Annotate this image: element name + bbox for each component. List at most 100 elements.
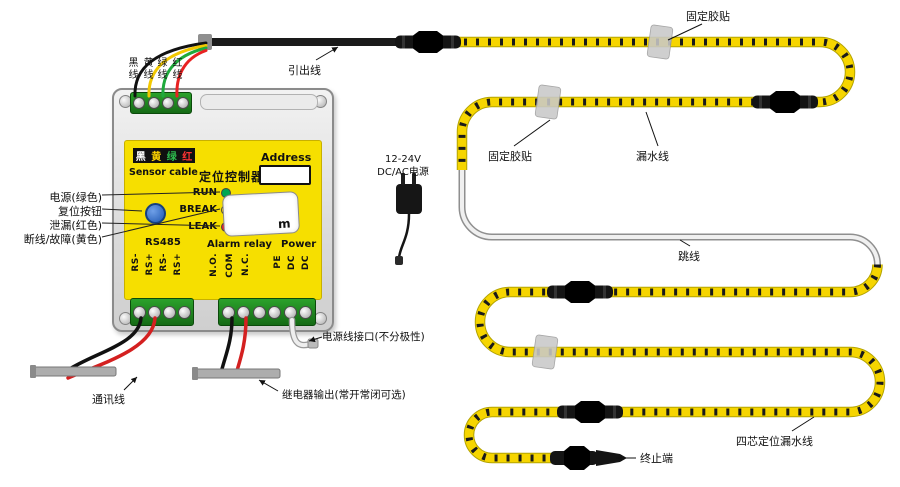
red-wire-label: 红线 — [172, 58, 183, 81]
comm-line-leader — [123, 376, 138, 391]
pin-dc-2: DC — [301, 255, 311, 271]
terminal-screw-icon — [283, 305, 297, 319]
terminal-screw-icon — [162, 97, 175, 109]
terminal-screw-icon — [252, 305, 266, 319]
relay-output-label: 继电器输出(常开常闭可选) — [282, 389, 406, 401]
jumper-cable-outline — [458, 170, 881, 265]
pin-rs-plus-2: RS+ — [173, 253, 183, 276]
power-interface-leader — [308, 336, 323, 343]
terminal-screw-icon — [268, 305, 282, 319]
cable-connector-icon — [547, 281, 613, 303]
sticker-top-leader — [667, 23, 703, 41]
led-row-break: BREAK — [165, 204, 231, 215]
fixing-sticker-icon — [531, 334, 559, 370]
device-title: 定位控制器 — [199, 170, 265, 184]
top-terminal-block — [130, 92, 192, 114]
leak-cable-label: 漏水线 — [636, 150, 669, 163]
black-wire-label: 黑线 — [128, 58, 139, 81]
jumper-cable — [460, 170, 880, 265]
terminal-screw-icon — [163, 305, 176, 319]
cable-connector-icon — [557, 401, 623, 423]
leak-label: LEAK — [188, 221, 217, 232]
rs485-terminal-block — [130, 298, 194, 326]
relay-power-terminal-block — [218, 298, 316, 326]
adapter-cord — [397, 212, 411, 260]
terminal-screw-icon — [221, 305, 235, 319]
wire-color-legend: 黑 黄 绿 红 — [133, 148, 195, 163]
power-adapter-icon — [396, 184, 422, 214]
power-label: Power — [281, 239, 317, 250]
controller-device: 黑 黄 绿 红 Sensor cable 定位控制器 Address RUN B… — [112, 88, 334, 332]
pin-rs-plus-1: RS+ — [145, 253, 155, 276]
meter-display: m — [221, 191, 301, 237]
termination-label: 终止端 — [640, 452, 673, 465]
comm-cable-bar — [33, 366, 117, 377]
cable-connector-icon — [752, 91, 818, 113]
terminal-screw-icon — [133, 305, 146, 319]
green-wire-label: 绿线 — [157, 58, 168, 81]
four-core-cable-label: 四芯定位漏水线 — [736, 435, 813, 448]
terminal-screw-icon — [148, 305, 161, 319]
pin-dc-1: DC — [287, 255, 297, 271]
comm-cable-cap — [30, 365, 36, 378]
legend-green: 绿 — [166, 152, 177, 163]
front-panel: 黑 黄 绿 红 Sensor cable 定位控制器 Address RUN B… — [124, 140, 322, 300]
four-core-leader — [791, 416, 815, 432]
led-row-leak: LEAK — [165, 221, 231, 232]
adapter-label: 12-24V DC/AC电源 — [377, 154, 429, 178]
sensor-cable-label: Sensor cable — [129, 167, 198, 178]
lead-wire-label: 引出线 — [288, 64, 321, 77]
sticker-mid-leader — [513, 119, 551, 147]
meter-unit: m — [277, 216, 291, 232]
break-label: BREAK — [179, 204, 217, 215]
jumper-label: 跳线 — [678, 250, 700, 263]
terminal-screw-icon — [133, 97, 146, 109]
legend-yellow: 黄 — [151, 152, 162, 163]
plug-prong-icon — [401, 173, 405, 185]
terminal-screw-icon — [176, 97, 189, 109]
relay-output-leader — [258, 379, 279, 392]
terminal-screw-icon — [237, 305, 251, 319]
fixing-sticker-icon — [534, 84, 562, 120]
pin-pe: PE — [273, 255, 283, 269]
leak-cable-braid-b — [465, 264, 884, 462]
pin-com: COM — [225, 253, 235, 278]
leak-led-callout: 泄漏(红色) — [49, 219, 102, 232]
rs485-label: RS485 — [145, 237, 181, 248]
alarm-relay-label: Alarm relay — [207, 239, 272, 250]
sticker-mid-label: 固定胶贴 — [488, 150, 532, 163]
relay-cable-bar — [195, 368, 281, 379]
plug-prong-icon — [412, 173, 416, 185]
legend-black: 黑 — [135, 152, 146, 163]
power-led-callout: 电源(绿色) — [49, 191, 102, 204]
leak-cable-b — [464, 264, 885, 463]
leak-cable-outline-b — [463, 264, 886, 464]
terminal-screw-icon — [178, 305, 191, 319]
address-label: Address — [261, 151, 312, 164]
cable-connector-icon — [395, 31, 461, 53]
led-row-run: RUN — [165, 187, 231, 198]
reset-button-callout: 复位按钮 — [58, 205, 102, 218]
reset-button[interactable] — [145, 203, 166, 224]
relay-cable-cap — [192, 367, 198, 380]
break-led-callout: 断线/故障(黄色) — [23, 233, 102, 246]
yellow-wire-label: 黄线 — [143, 58, 154, 81]
address-dip-window — [259, 165, 311, 185]
fixing-sticker-icon — [646, 24, 674, 60]
sticker-top-label: 固定胶贴 — [686, 10, 730, 23]
legend-red: 红 — [182, 152, 193, 163]
power-cable-tip — [307, 338, 319, 349]
power-interface-label: 电源线接口(不分极性) — [322, 331, 425, 343]
leak-cable-leader — [645, 111, 659, 147]
pin-no: N.O. — [209, 253, 219, 277]
pin-rs-minus-2: RS- — [159, 253, 169, 272]
cable-sleeve — [198, 34, 212, 50]
pin-rs-minus-1: RS- — [131, 253, 141, 272]
device-top-molding — [200, 94, 318, 110]
run-label: RUN — [192, 187, 217, 198]
comm-line-label: 通讯线 — [92, 393, 125, 406]
pin-nc: N.C. — [241, 253, 251, 276]
adapter-cord-tip — [395, 256, 403, 265]
termination-end — [550, 446, 627, 470]
